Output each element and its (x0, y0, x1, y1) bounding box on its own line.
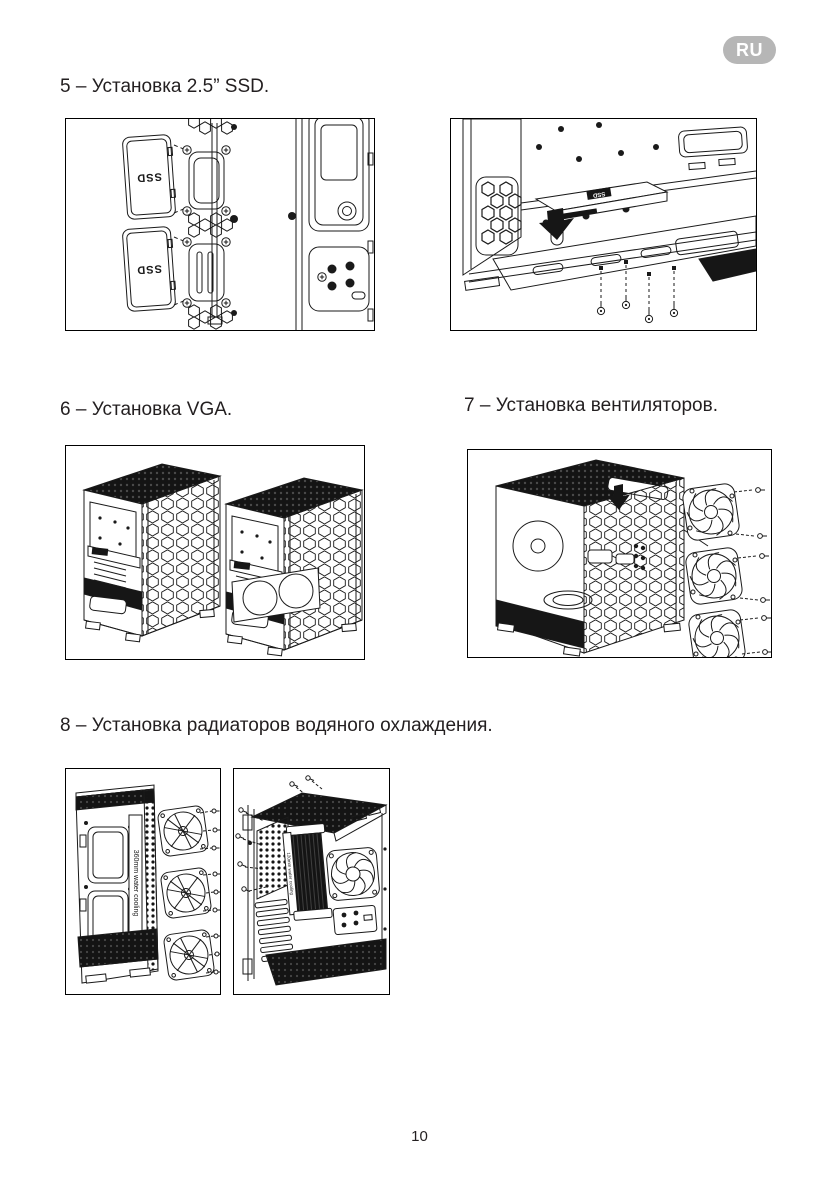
radiator-360-drawing: 360mm water cooling (75, 784, 220, 984)
screw-icon (211, 808, 220, 975)
water-cooling-120-label: 120mm water cooling (286, 852, 295, 896)
figure-step5-ssd-trays: SSD SSD (65, 118, 375, 331)
figure-step5-ssd-mount: SSD (450, 118, 757, 331)
fan-icon (326, 847, 380, 901)
case-drawing (83, 463, 363, 657)
ssd-label: SSD (136, 170, 162, 184)
step-8-heading: 8 – Установка радиаторов водяного охлажд… (60, 715, 493, 736)
ssd-label: SSD (592, 190, 606, 198)
vga-install-drawing (83, 463, 363, 657)
step-7-heading: 7 – Установка вентиляторов. (464, 395, 718, 416)
fan-install-drawing (495, 459, 771, 657)
step-5-heading: 5 – Установка 2.5” SSD. (60, 76, 270, 97)
ssd-tray-drawing: SSD SSD (122, 119, 374, 330)
step-6-heading: 6 – Установка VGA. (60, 399, 233, 420)
language-badge: RU (723, 36, 776, 64)
vga-cutouts (231, 567, 321, 623)
figure-step7-fans (467, 449, 772, 658)
radiator-icon: 120mm water cooling (282, 823, 333, 921)
ssd-drive-icon: SSD (122, 134, 177, 220)
page-number: 10 (411, 1128, 428, 1145)
figure-step8-radiator-360: 360mm water cooling (65, 768, 221, 995)
radiator-installed-drawing: 120mm water cooling (235, 775, 388, 986)
screw-icon (596, 294, 679, 324)
water-cooling-360-label: 360mm water cooling (132, 850, 139, 917)
case-drawing (495, 459, 685, 657)
case-drawing: 360mm water cooling (75, 784, 159, 984)
figure-step6-vga (65, 445, 365, 660)
figure-step8-radiator-installed: 120mm water cooling (233, 768, 390, 995)
ssd-drive-icon: SSD (122, 226, 177, 312)
ssd-mount-drawing: SSD (462, 119, 756, 324)
fan-icon (688, 609, 747, 657)
hex-grille-icon (481, 181, 522, 245)
down-arrow-icon (608, 484, 630, 510)
case-drawing: 120mm water cooling (242, 792, 388, 986)
screw-icon (755, 487, 771, 655)
fan-icon (682, 483, 741, 542)
ssd-label: SSD (136, 262, 162, 276)
fan-icon (685, 547, 744, 606)
screw-icon (182, 145, 231, 308)
down-arrow-icon (539, 208, 574, 240)
